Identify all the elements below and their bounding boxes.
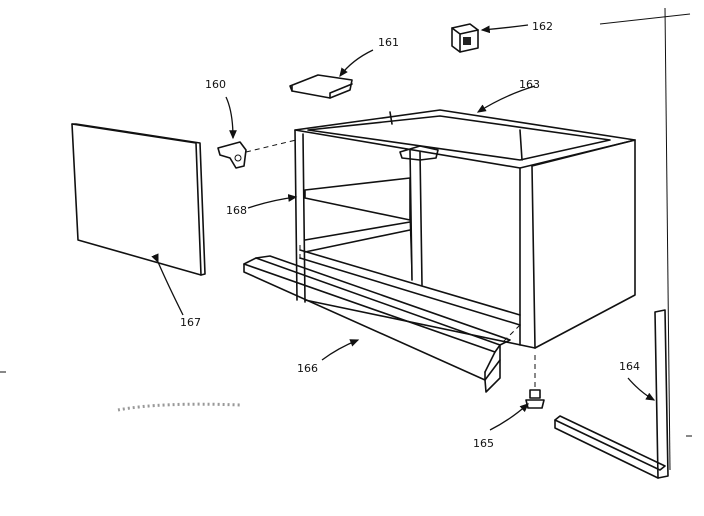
label-160: 160 <box>205 78 226 91</box>
page-edge-line <box>664 7 671 471</box>
label-162: 162 <box>532 20 553 33</box>
label-168: 168 <box>226 204 247 217</box>
label-161: 161 <box>378 36 399 49</box>
hinge-160 <box>217 96 297 169</box>
label-163: 163 <box>519 78 540 91</box>
bracket-161 <box>289 49 374 99</box>
side-panel-167 <box>71 123 206 316</box>
cabinet-frame-163 <box>294 85 636 349</box>
latch-162 <box>451 23 529 53</box>
top-edge-mark <box>599 13 691 25</box>
leveling-foot-165 <box>489 355 545 431</box>
label-164: 164 <box>619 360 640 373</box>
shelf-168 <box>247 194 298 209</box>
label-166: 166 <box>297 362 318 375</box>
base-rail-166 <box>243 245 521 393</box>
label-165: 165 <box>473 437 494 450</box>
label-167: 167 <box>180 316 201 329</box>
trim-164 <box>554 309 669 479</box>
scan-smudge <box>117 402 241 412</box>
